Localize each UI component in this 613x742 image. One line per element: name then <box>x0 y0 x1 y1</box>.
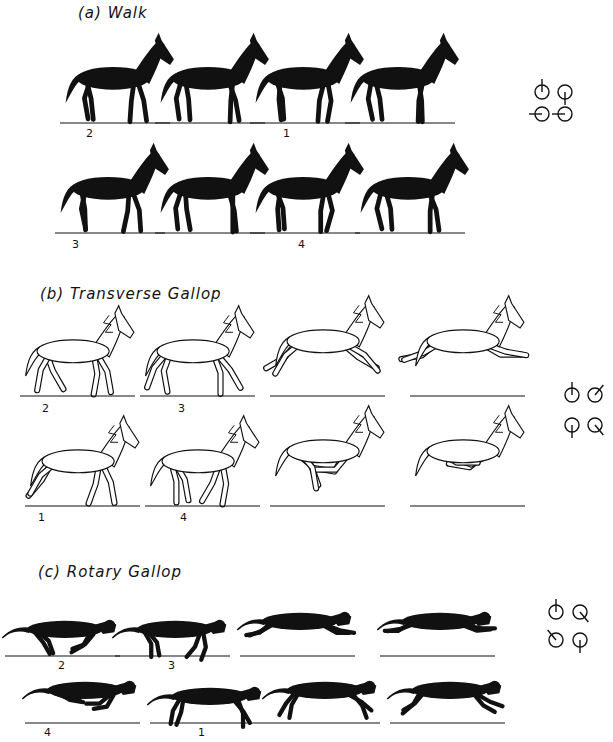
horse-silhouette <box>361 143 469 232</box>
horse-silhouette <box>256 143 364 232</box>
horse-silhouette <box>151 416 259 505</box>
ground-line <box>390 722 505 723</box>
cheetah-silhouette <box>112 620 226 660</box>
footfall-symbol <box>588 385 603 402</box>
ground-line <box>250 232 360 233</box>
ground-line <box>145 505 260 506</box>
ground-line <box>25 505 140 506</box>
ground-line <box>410 395 525 396</box>
horse-silhouette <box>266 296 384 374</box>
cheetah-silhouette <box>387 681 502 713</box>
footfall-symbol <box>565 382 579 402</box>
cheetah-silhouette <box>2 620 116 654</box>
frame-number: 1 <box>38 512 45 523</box>
cheetah-silhouette <box>22 681 136 709</box>
panel-heading: (b) Transverse Gallop <box>40 287 222 302</box>
horse-silhouette <box>276 406 384 489</box>
horse-silhouette <box>256 33 364 122</box>
horse-silhouette <box>61 143 169 232</box>
ground-line <box>5 655 120 656</box>
panel-heading: (a) Walk <box>78 6 148 21</box>
frame-number: 3 <box>168 660 175 671</box>
ground-line <box>140 395 255 396</box>
ground-line <box>150 722 265 723</box>
ground-line <box>155 122 265 123</box>
frame-number: 2 <box>42 403 49 414</box>
horse-silhouette <box>146 306 254 394</box>
cheetah-silhouette <box>262 681 376 718</box>
frame-number: 3 <box>72 239 79 250</box>
horse-silhouette <box>161 143 269 232</box>
footfall-symbol <box>573 633 587 653</box>
ground-line <box>270 505 385 506</box>
ground-line <box>265 722 380 723</box>
ground-line <box>115 655 230 656</box>
ground-line <box>380 655 495 656</box>
frame-number: 4 <box>180 512 187 523</box>
ground-line <box>250 122 360 123</box>
footfall-symbol <box>573 605 588 622</box>
ground-line <box>270 395 385 396</box>
footfall-symbol <box>548 630 563 647</box>
ground-line <box>60 122 170 123</box>
horse-silhouette <box>416 406 524 476</box>
ground-line <box>410 505 525 506</box>
ground-line <box>25 722 140 723</box>
panel-heading: (c) Rotary Gallop <box>38 565 182 580</box>
horse-silhouette <box>161 33 269 122</box>
frame-number: 3 <box>178 403 185 414</box>
horse-silhouette <box>401 296 526 366</box>
ground-line <box>355 232 465 233</box>
frame-number: 1 <box>198 727 205 738</box>
cheetah-silhouette <box>377 612 495 631</box>
frame-number: 4 <box>44 727 51 738</box>
horse-silhouette <box>29 416 139 504</box>
footfall-symbol <box>558 85 572 105</box>
ground-line <box>240 655 355 656</box>
horse-silhouette <box>26 306 134 395</box>
ground-line <box>55 232 165 233</box>
frame-number: 2 <box>58 660 65 671</box>
horse-silhouette <box>351 33 459 122</box>
cheetah-silhouette <box>147 687 261 727</box>
ground-line <box>345 122 455 123</box>
footfall-symbol <box>529 107 549 121</box>
footfall-symbol <box>588 418 603 435</box>
ground-line <box>155 232 265 233</box>
frame-number: 4 <box>298 239 305 250</box>
footfall-symbol <box>565 418 579 438</box>
footfall-symbol <box>549 599 563 619</box>
horse-silhouette <box>66 33 174 122</box>
footfall-symbol <box>535 79 549 99</box>
frame-number: 1 <box>283 128 290 139</box>
cheetah-silhouette <box>237 612 354 636</box>
frame-number: 2 <box>86 128 93 139</box>
footfall-symbol <box>552 107 572 121</box>
ground-line <box>20 395 135 396</box>
